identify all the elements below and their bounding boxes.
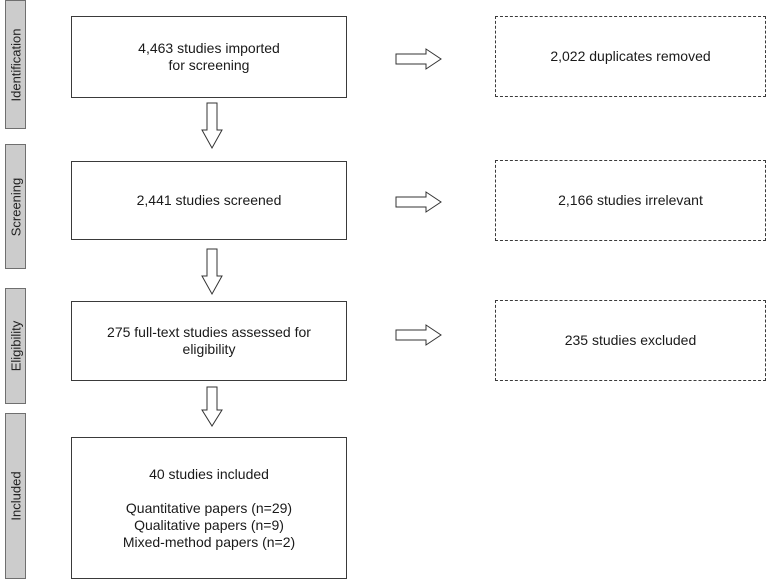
stage-label-identification: Identification	[5, 0, 26, 129]
down-arrow-icon	[201, 102, 223, 150]
identification-box: 4,463 studies imported for screening	[71, 16, 347, 98]
irrelevant-box: 2,166 studies irrelevant	[495, 160, 766, 241]
box-line: 275 full-text studies assessed for	[107, 324, 311, 340]
stage-label-text: Screening	[8, 177, 23, 236]
stage-label-text: Included	[8, 471, 23, 521]
stage-label-text: Eligibility	[8, 320, 23, 372]
stage-label-eligibility: Eligibility	[5, 288, 26, 404]
box-line: 4,463 studies imported	[138, 40, 280, 56]
box-line: Qualitative papers (n=9)	[134, 516, 284, 533]
box-line: 2,441 studies screened	[136, 192, 282, 208]
right-arrow-icon	[395, 324, 442, 346]
screening-box: 2,441 studies screened	[71, 161, 347, 240]
box-line: Quantitative papers (n=29)	[125, 499, 293, 516]
down-arrow-icon	[201, 386, 223, 427]
duplicates-removed-box: 2,022 duplicates removed	[495, 16, 766, 97]
stage-label-included: Included	[5, 413, 26, 579]
box-line: eligibility	[182, 341, 236, 357]
box-line: 235 studies excluded	[564, 332, 697, 348]
down-arrow-icon	[201, 248, 223, 296]
box-line: 2,022 duplicates removed	[550, 48, 711, 64]
right-arrow-icon	[395, 191, 442, 213]
included-box: 40 studies included Quantitative papers …	[71, 437, 347, 579]
stage-label-screening: Screening	[5, 144, 26, 269]
box-line: 2,166 studies irrelevant	[558, 192, 703, 208]
box-line: 40 studies included	[149, 465, 269, 482]
box-line: Mixed-method papers (n=2)	[122, 533, 296, 550]
right-arrow-icon	[395, 48, 442, 70]
eligibility-box: 275 full-text studies assessed for eligi…	[71, 301, 347, 381]
stage-label-text: Identification	[8, 28, 23, 101]
excluded-box: 235 studies excluded	[495, 300, 766, 381]
box-line: for screening	[168, 57, 250, 73]
